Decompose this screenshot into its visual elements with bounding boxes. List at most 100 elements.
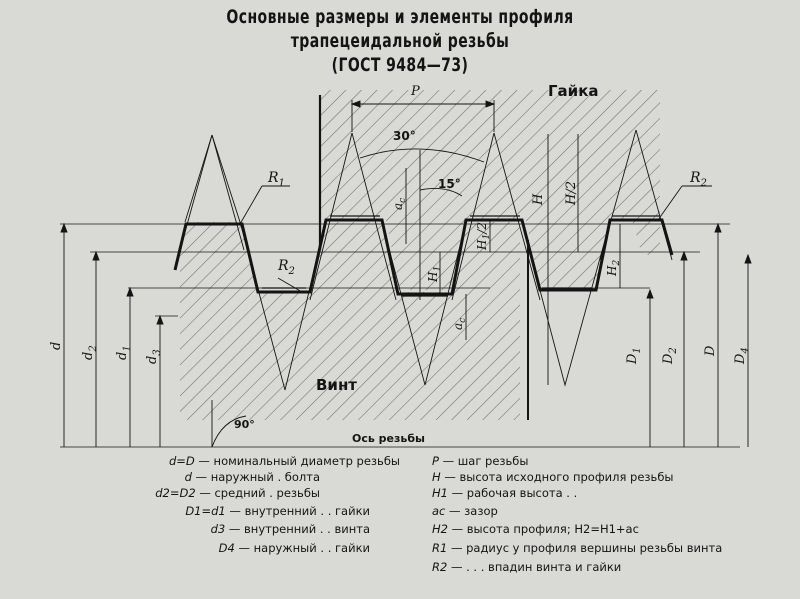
legend-right-2-text: — высота исходного профиля резьбы <box>444 470 674 484</box>
h2-sub: 2 <box>612 260 622 267</box>
legend-right-7: R2 — . . . впадин винта и гайки <box>432 560 621 574</box>
axis-label: Ось резьбы <box>352 432 425 445</box>
angle-30-label: 30° <box>393 129 416 143</box>
d1-label: d <box>115 352 130 360</box>
legend-left-5-sym: d3 <box>210 522 226 536</box>
r2a-label: R <box>277 258 289 274</box>
ac-top-sub: c <box>398 198 408 203</box>
d2-sub: 2 <box>88 345 99 352</box>
legend-right-7-sym: R2 <box>432 560 448 574</box>
svg-text:d3: d3 <box>145 349 163 364</box>
legend-right-1: P — шаг резьбы <box>432 454 528 468</box>
D4-label: D <box>733 353 748 365</box>
r2b-sub: 2 <box>700 178 707 189</box>
title-line-1: Основные размеры и элементы профиля <box>226 6 574 28</box>
h-label: H <box>531 193 546 206</box>
legend-right-4: ac — зазор <box>432 504 498 518</box>
legend-right-5-text: — высота профиля; H2=H1+ac <box>451 522 639 536</box>
legend-right-1-text: — шаг резьбы <box>442 454 529 468</box>
legend-left-6: D4 — наружный . . гайки <box>80 541 370 555</box>
legend-left-3-sym: d2=D2 <box>155 486 196 500</box>
D2-label: D <box>661 353 676 365</box>
legend-left-1-sym: d=D <box>168 454 195 468</box>
svg-text:R2: R2 <box>689 170 707 189</box>
h1-half-sub: 1 <box>482 234 492 240</box>
legend-right-7-text: — . . . впадин винта и гайки <box>450 560 622 574</box>
legend-left-3: d2=D2 — средний . резьбы <box>80 486 320 500</box>
legend-left-2: d — наружный . болта <box>80 470 320 484</box>
d2-label: d <box>81 352 96 360</box>
legend-left-1-text: — номинальный диаметр резьбы <box>198 454 400 468</box>
D2-sub: 2 <box>668 347 679 354</box>
D1-sub: 1 <box>632 347 643 353</box>
legend-right-2-sym: H <box>432 470 441 484</box>
svg-text:R1: R1 <box>267 170 285 189</box>
h1-half-den: /2 <box>475 222 489 235</box>
r2b-label: R <box>689 170 701 186</box>
h-half-label: H/2 <box>564 181 579 206</box>
svg-text:ac: ac <box>451 318 468 330</box>
svg-text:D2: D2 <box>661 347 679 365</box>
ac-bottom-label: a <box>451 323 465 330</box>
h1-sub: 1 <box>433 266 443 272</box>
D4-sub: 4 <box>740 347 751 354</box>
svg-text:d1: d1 <box>115 345 133 360</box>
svg-text:d2: d2 <box>81 345 99 360</box>
svg-text:H1: H1 <box>426 266 443 283</box>
legend-right-3-text: — рабочая высота . . <box>451 486 578 500</box>
svg-text:H1/2: H1/2 <box>475 222 492 251</box>
title-line-3: (ГОСТ 9484—73) <box>331 54 469 76</box>
nut-label: Гайка <box>548 82 599 100</box>
r1-sub: 1 <box>279 178 285 189</box>
legend-right-3: H1 — рабочая высота . . <box>432 486 577 500</box>
angle-90-label: 90° <box>234 418 255 431</box>
D1-label: D <box>625 353 640 365</box>
svg-text:H2: H2 <box>605 260 622 277</box>
pitch-label: P <box>410 84 420 99</box>
screw-body <box>180 222 520 420</box>
legend-left-1: d=D — номинальный диаметр резьбы <box>80 454 400 468</box>
legend-right-2: H — высота исходного профиля резьбы <box>432 470 674 484</box>
legend-right-5: H2 — высота профиля; H2=H1+ac <box>432 522 639 536</box>
legend-right-6-sym: R1 <box>432 541 448 555</box>
svg-text:ac: ac <box>391 198 408 210</box>
legend-right-6-text: — радиус у профиля вершины резьбы винта <box>450 541 723 555</box>
svg-text:R2: R2 <box>277 258 295 277</box>
h1-half-label: H <box>475 239 489 251</box>
angle-15-label: 15° <box>438 177 461 191</box>
svg-text:D4: D4 <box>733 347 751 365</box>
d-label: d <box>49 342 64 350</box>
legend-right-4-text: — зазор <box>449 504 498 518</box>
legend-right-6: R1 — радиус у профиля вершины резьбы вин… <box>432 541 722 555</box>
h2-label: H <box>605 265 619 277</box>
legend-left-5-text: — внутренний . . винта <box>228 522 370 536</box>
ac-top-label: a <box>391 203 405 210</box>
legend-left-2-sym: d <box>184 470 192 484</box>
legend-left-4-text: — внутренний . . гайки <box>229 504 370 518</box>
d3-label: d <box>145 356 160 364</box>
legend-right-5-sym: H2 <box>432 522 448 536</box>
r1-label: R <box>267 170 279 186</box>
legend-right-3-sym: H1 <box>432 486 448 500</box>
legend-left-6-text: — наружный . . гайки <box>238 541 370 555</box>
legend-right-4-sym: ac <box>432 504 446 518</box>
screw-label: Винт <box>316 376 357 394</box>
D-label: D <box>703 345 718 357</box>
ac-bottom-sub: c <box>458 318 468 323</box>
legend-left-5: d3 — внутренний . . винта <box>80 522 370 536</box>
svg-text:D1: D1 <box>625 347 643 365</box>
title-line-2: трапецеидальной резьбы <box>290 30 510 52</box>
legend-left-6-sym: D4 <box>218 541 235 555</box>
d3-sub: 3 <box>152 349 163 355</box>
legend-left-2-text: — наружный . болта <box>195 470 320 484</box>
legend-right-1-sym: P <box>432 454 439 468</box>
d1-sub: 1 <box>122 345 133 351</box>
legend-left-4: D1=d1 — внутренний . . гайки <box>80 504 370 518</box>
legend-left-3-text: — средний . резьбы <box>199 486 320 500</box>
r2a-sub: 2 <box>288 266 295 277</box>
nut-body <box>320 90 660 290</box>
h1-label: H <box>426 271 440 283</box>
legend-left-4-sym: D1=d1 <box>185 504 226 518</box>
